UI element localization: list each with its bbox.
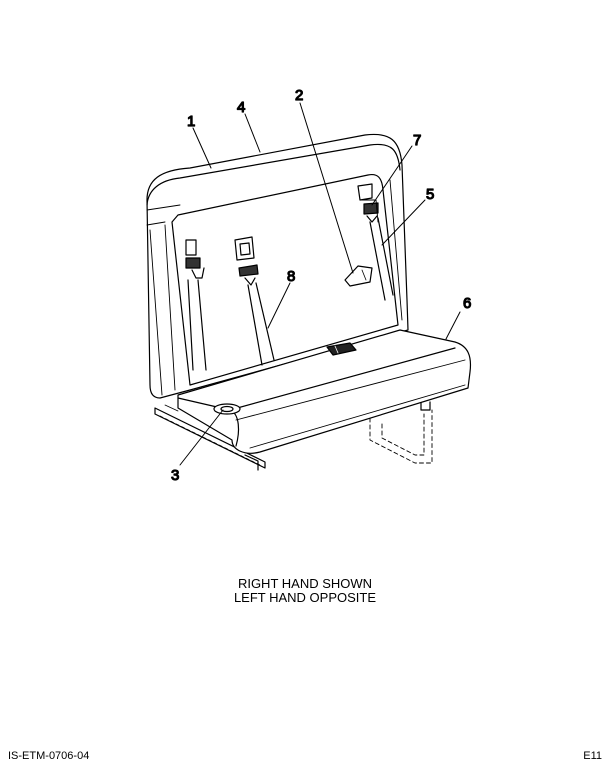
callout-1: 1 [187,113,195,130]
callout-5: 5 [426,186,434,203]
callout-2: 2 [295,87,303,104]
seat-belts [185,183,394,371]
caption-line-2: LEFT HAND OPPOSITE [233,590,377,605]
seat-back [146,133,409,399]
rear-support-bracket [369,401,433,464]
footer-document-id: IS-ETM-0706-04 [8,750,90,762]
footer-page-code: E11 [583,750,602,762]
leader-lines [179,102,461,466]
callout-8: 8 [287,268,295,285]
seat-cushion [177,329,472,454]
back-label-plate [344,265,373,287]
callout-7: 7 [413,132,421,149]
callout-4: 4 [237,99,245,116]
caption-line-1: RIGHT HAND SHOWN [237,576,373,591]
floor-rail-left [154,404,266,471]
callout-6: 6 [463,295,471,312]
callout-3: 3 [171,467,179,484]
